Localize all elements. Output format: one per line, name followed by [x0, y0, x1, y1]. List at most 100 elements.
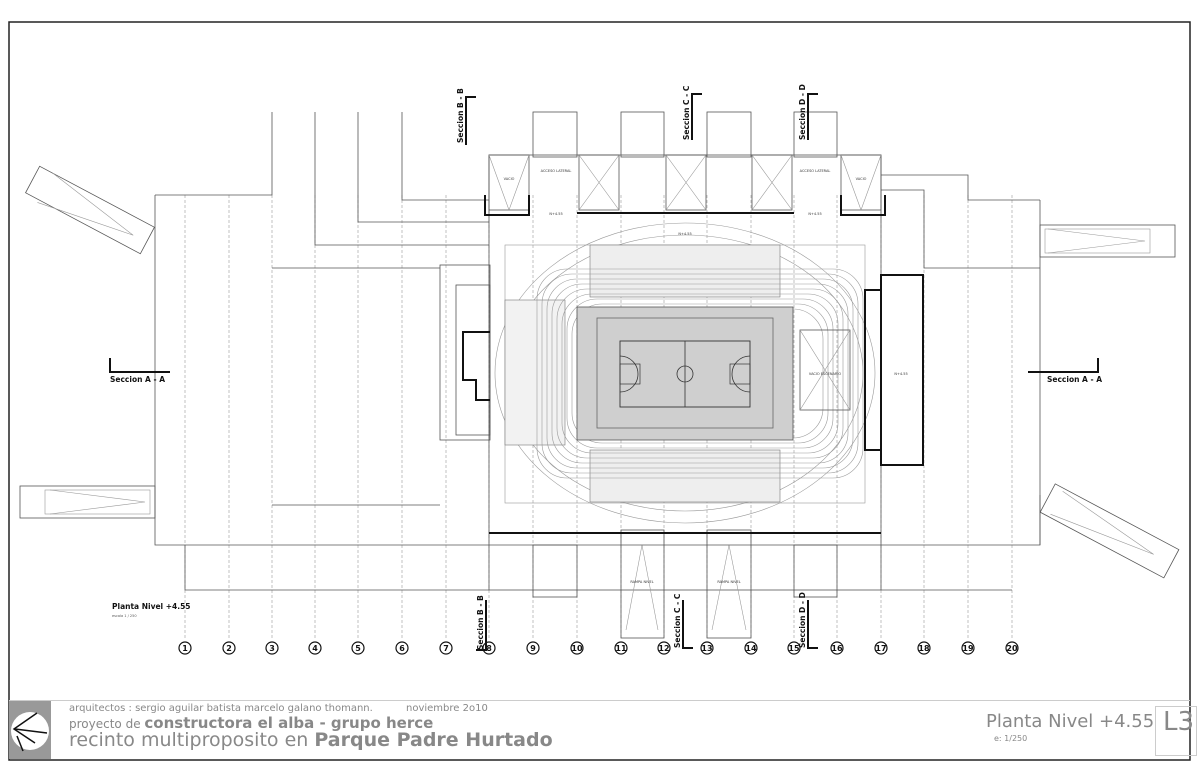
seating-row	[546, 278, 854, 469]
grid-bubble	[308, 641, 322, 655]
grid-axis-label: 16	[831, 644, 843, 653]
architects-text: arquitectos : sergio aguilar batista mar…	[69, 703, 373, 714]
project-site: Parque Padre Hurtado	[314, 729, 553, 751]
level-label: N+4.55	[894, 372, 907, 376]
grid-axis-label: 19	[962, 644, 974, 653]
project-prefix-2: recinto multiproposito en	[69, 729, 309, 751]
grid-bubble	[178, 641, 192, 655]
project-site-line: recinto multiproposito en Parque Padre H…	[69, 729, 553, 751]
grid-bubble	[222, 641, 236, 655]
seating-row	[556, 288, 844, 459]
site-outline-left	[154, 112, 489, 591]
date-text: noviembre 2o10	[406, 703, 488, 714]
section-a-label-right: Seccion A - A	[1047, 375, 1102, 384]
section-mark-b-top: Seccion B - B	[456, 88, 476, 145]
grid-bubble	[570, 641, 584, 655]
room-label: VACIO	[856, 177, 867, 181]
project-prefix: proyecto de	[69, 717, 141, 731]
grid-bubble	[830, 641, 844, 655]
section-a-label-left: Seccion A - A	[110, 375, 165, 384]
grid-axis-label: 5	[355, 644, 361, 653]
plan-scale-small: escala 1 / 250	[112, 614, 137, 618]
seating-row	[571, 303, 829, 444]
grid-axis-label: 3	[269, 644, 275, 653]
grid-axis-label: 14	[745, 644, 757, 653]
grid-bubble	[265, 641, 279, 655]
arena-building	[439, 111, 924, 639]
room-label: VACIO ESCENARIO	[809, 372, 841, 376]
grid-axis-label: 15	[788, 644, 800, 653]
grid-bubble	[787, 641, 801, 655]
grid-bubble	[614, 641, 628, 655]
grid-axis-label: 17	[875, 644, 886, 653]
external-stair-right-bottom	[1039, 483, 1180, 579]
grid-axis-label: 11	[615, 644, 627, 653]
sheet-number-box: L3	[1155, 706, 1197, 756]
sheet-scale: e: 1/250	[994, 734, 1028, 743]
section-mark-a-left: Seccion A - A	[109, 358, 170, 384]
grid-axis-label: 9	[530, 644, 536, 653]
grid-bubble	[1005, 641, 1019, 655]
stage-block	[880, 274, 924, 466]
section-mark-a-right: Seccion A - A	[1028, 358, 1102, 384]
stage-void	[799, 329, 851, 411]
seating-row	[536, 268, 864, 479]
grid-axis-label: 6	[399, 644, 405, 653]
external-stair-right-top	[1039, 224, 1176, 258]
section-c-label-top: Seccion C - C	[682, 85, 691, 140]
section-d-label-top: Seccion D - D	[798, 84, 807, 140]
seating-row	[566, 298, 834, 449]
grid-axis-label: 10	[571, 644, 583, 653]
external-stair-left-bottom	[19, 485, 156, 519]
seating-row	[551, 283, 849, 464]
level-label: N+4.55	[549, 212, 562, 216]
room-label: ACCESO LATERAL	[541, 169, 572, 173]
room-label: RAMPA NIVEL	[717, 580, 740, 584]
logo-icon	[11, 712, 49, 752]
level-label: N+4.55	[808, 212, 821, 216]
architect-logo	[9, 701, 51, 759]
section-b-label-top: Seccion B - B	[456, 88, 465, 143]
room-label: VACIO	[504, 177, 515, 181]
section-mark-d-top: Seccion D - D	[798, 84, 818, 140]
grid-axis-label: 2	[226, 644, 232, 653]
grid-axis-label: 7	[443, 644, 449, 653]
site-outline-right	[881, 174, 1041, 591]
section-mark-d-bottom: Seccion D - D	[798, 592, 818, 649]
sheet-number: L3	[1162, 707, 1194, 737]
grid-axis-label: 20	[1006, 644, 1018, 653]
grid-bubble	[351, 641, 365, 655]
grid-bubble	[439, 641, 453, 655]
grid-axis-label: 8	[486, 644, 492, 653]
grid-axis-label: 4	[312, 644, 318, 653]
section-mark-c-top: Seccion C - C	[682, 85, 702, 140]
section-mark-c-bottom: Seccion C - C	[673, 593, 693, 649]
grid-axis-label: 1	[182, 644, 188, 653]
room-label: ACCESO LATERAL	[800, 169, 831, 173]
grid-bubble	[917, 641, 931, 655]
room-label: RAMPA NIVEL	[630, 580, 653, 584]
section-mark-b-bottom: Seccion B - B	[476, 595, 487, 651]
grid-axis-label: 18	[918, 644, 930, 653]
grid-axis-label: 13	[701, 644, 712, 653]
grid-bubble	[961, 641, 975, 655]
level-label: N+4.55	[678, 232, 691, 236]
plan-label: Planta Nivel +4.55	[112, 602, 191, 611]
architects-line: arquitectos : sergio aguilar batista mar…	[69, 703, 488, 714]
grid-bubble	[657, 641, 671, 655]
grid-bubble	[526, 641, 540, 655]
seating-row	[541, 273, 859, 474]
project-client: constructora el alba - grupo herce	[144, 714, 434, 732]
grid-bubble	[395, 641, 409, 655]
external-stair-left-top	[25, 165, 155, 255]
grid-bubble	[744, 641, 758, 655]
sheet-frame	[8, 21, 1191, 761]
sheet-title: Planta Nivel +4.55	[986, 711, 1155, 732]
left-service-block	[439, 264, 491, 441]
title-block: arquitectos : sergio aguilar batista mar…	[9, 700, 1197, 761]
grid-bubble	[700, 641, 714, 655]
section-d-label-bottom: Seccion D - D	[798, 592, 807, 648]
